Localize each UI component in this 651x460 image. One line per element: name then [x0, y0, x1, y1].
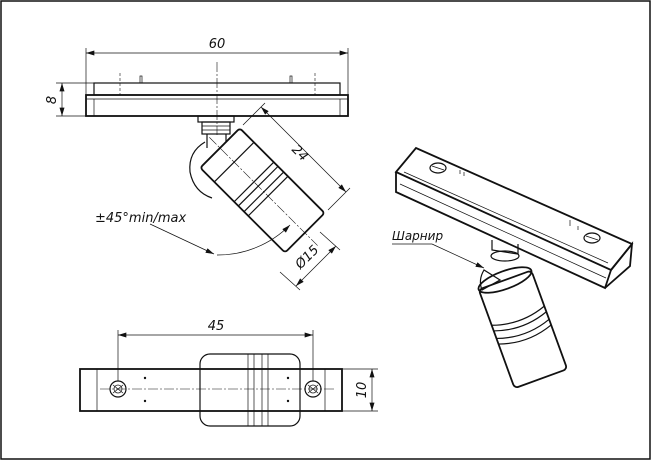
dimension-bottom-height: 10: [342, 368, 378, 412]
hinge-ball: [189, 141, 213, 199]
dimension-top-height-label: 8: [45, 96, 60, 104]
top-view: [79, 353, 343, 427]
iso-lamp-body: [477, 266, 567, 389]
tilt-angle-label: ±45°min/max: [95, 211, 186, 226]
dimension-bottom-height-label: 10: [355, 382, 370, 399]
front-view: [85, 62, 349, 256]
dimension-top-width-label: 60: [209, 37, 226, 52]
rail-top-view: [79, 368, 343, 412]
dimension-hole-spacing: 45: [117, 319, 314, 381]
hinge-callout-label: Шарнир: [392, 229, 443, 243]
iso-screw-right: [583, 232, 601, 244]
iso-rail-front: [395, 172, 612, 290]
dimension-lamp-length: 24: [242, 102, 351, 211]
tilted-lamp-body: [200, 128, 325, 253]
isometric-view: Шарнир: [392, 146, 634, 389]
dimension-lamp-diameter: Ø15: [279, 231, 341, 291]
dimension-lamp-length-label: 24: [288, 142, 310, 164]
dimension-top-width: 60: [85, 37, 349, 95]
lamp-top-outline: [199, 353, 301, 427]
dimension-lamp-diameter-label: Ø15: [292, 243, 322, 273]
iso-screw-left: [429, 162, 447, 174]
dimension-hole-spacing-label: 45: [208, 319, 225, 334]
dimension-top-height: 8: [45, 82, 94, 117]
